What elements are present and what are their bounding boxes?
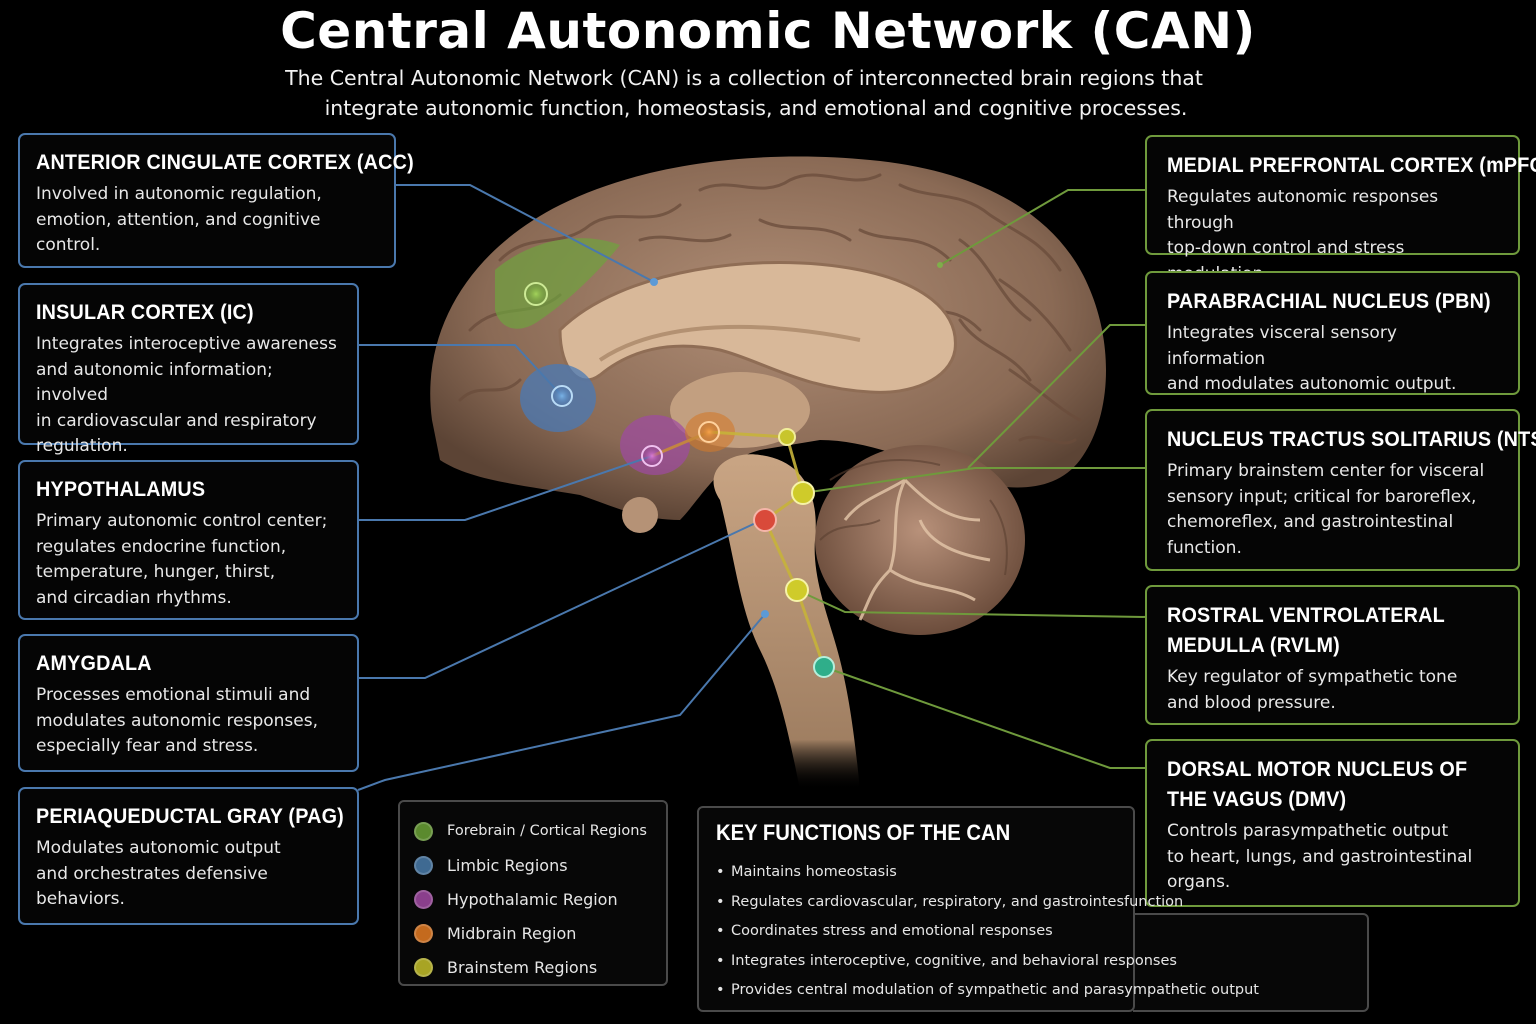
box-nts-text: Primary brainstem center for visceral se…: [1167, 461, 1485, 558]
box-dmv-text: Controls parasympathetic output to heart…: [1167, 821, 1473, 892]
box-acc: ANTERIOR CINGULATE CORTEX (ACC) Involved…: [18, 133, 414, 268]
list-item: • Regulates cardiovascular, respiratory, …: [716, 888, 1376, 918]
key-functions-list: • Maintains homeostasis • Regulates cardio…: [716, 858, 1376, 1006]
box-rvlm-text: Key regulator of sympathetic tone and bl…: [1167, 667, 1458, 713]
legend-label: Brainstem Regions: [447, 957, 598, 977]
legend-item-hypothalamic: Hypothalamic Region: [414, 882, 652, 916]
legend-dot-icon: [414, 957, 433, 977]
legend-dot-icon: [414, 923, 433, 943]
box-ic-text: Integrates interoceptive awareness and a…: [36, 334, 337, 456]
box-pbn-text: Integrates visceral sensory information …: [1167, 323, 1457, 394]
key-functions-box-extension: [1133, 913, 1369, 1012]
page-title: Central Autonomic Network (CAN): [280, 2, 1256, 60]
legend-dot-icon: [414, 821, 433, 841]
legend-item-brainstem: Brainstem Regions: [414, 950, 652, 984]
key-functions-box: [697, 806, 1135, 1012]
box-hypothalamus-text: Primary autonomic control center; regula…: [36, 511, 328, 608]
box-acc-text: Involved in autonomic regulation, emotio…: [36, 184, 322, 255]
box-amygdala: AMYGDALA Processes emotional stimuli and…: [18, 634, 359, 772]
bullet-icon: •: [716, 923, 725, 939]
legend-item-cortical: Forebrain / Cortical Regions: [414, 814, 652, 848]
bullet-icon: •: [716, 982, 725, 998]
legend-dot-icon: [414, 889, 433, 909]
box-mpfc-title: MEDIAL PREFRONTAL CORTEX (mPFC): [1167, 153, 1536, 177]
list-item: • Integrates interoceptive, cognitive, an…: [716, 947, 1376, 977]
key-functions-title: KEY FUNCTIONS OF THE CAN: [716, 820, 1011, 845]
box-acc-title: ANTERIOR CINGULATE CORTEX (ACC): [36, 150, 414, 174]
box-ic-title: INSULAR CORTEX (IC): [36, 300, 254, 324]
box-rvlm: ROSTRAL VENTROLATERAL MEDULLA (RVLM) Key…: [1145, 585, 1520, 725]
list-item: • Maintains homeostasis: [716, 858, 1376, 888]
box-nts-title: NUCLEUS TRACTUS SOLITARIUS (NTS): [1167, 427, 1536, 451]
connector-lines: [357, 184, 1148, 791]
box-pbn-title: PARABRACHIAL NUCLEUS (PBN): [1167, 289, 1491, 313]
box-hypothalamus-title: HYPOTHALAMUS: [36, 477, 206, 501]
key-function-text: Maintains homeostasis: [731, 864, 897, 880]
legend-label: Limbic Regions: [447, 855, 568, 875]
key-function-text: Provides central modulation of sympathet…: [731, 982, 1259, 998]
legend-item-midbrain: Midbrain Region: [414, 916, 652, 950]
box-amygdala-text: Processes emotional stimuli and modulate…: [36, 685, 318, 756]
box-dmv-title-2: THE VAGUS (DMV): [1167, 787, 1347, 811]
brainstem: [622, 454, 860, 790]
list-item: • Coordinates stress and emotional respon…: [716, 917, 1376, 947]
bullet-icon: •: [716, 952, 725, 969]
list-item: • Provides central modulation of sympathe…: [716, 976, 1376, 1006]
key-function-text: Regulates cardiovascular, respiratory, a…: [731, 893, 1184, 910]
legend: Forebrain / Cortical Regions Limbic Regi…: [398, 800, 668, 986]
legend-item-limbic: Limbic Regions: [414, 848, 652, 882]
subtitle-line-2: integrate autonomic function, homeostasi…: [324, 96, 1188, 120]
box-rvlm-title: ROSTRAL VENTROLATERAL: [1167, 603, 1445, 627]
box-ic: INSULAR CORTEX (IC) Integrates interocep…: [18, 283, 359, 456]
subtitle-line-1: The Central Autonomic Network (CAN) is a…: [285, 66, 1203, 90]
box-pag-title: PERIAQUEDUCTAL GRAY (PAG): [36, 804, 344, 828]
box-amygdala-title: AMYGDALA: [36, 651, 152, 675]
box-dmv-title: DORSAL MOTOR NUCLEUS OF: [1167, 757, 1468, 781]
legend-label: Forebrain / Cortical Regions: [447, 823, 647, 839]
box-mpfc: MEDIAL PREFRONTAL CORTEX (mPFC) Regulate…: [1145, 135, 1536, 284]
box-nts: NUCLEUS TRACTUS SOLITARIUS (NTS) Primary…: [1145, 409, 1536, 571]
box-dmv: DORSAL MOTOR NUCLEUS OF THE VAGUS (DMV) …: [1145, 739, 1520, 907]
legend-label: Midbrain Region: [447, 923, 577, 943]
box-pbn: PARABRACHIAL NUCLEUS (PBN) Integrates vi…: [1145, 271, 1520, 395]
box-hypothalamus: HYPOTHALAMUS Primary autonomic control c…: [18, 460, 359, 620]
key-function-text: Integrates interoceptive, cognitive, and…: [731, 952, 1177, 969]
box-rvlm-title-2: MEDULLA (RVLM): [1167, 633, 1340, 657]
legend-label: Hypothalamic Region: [447, 889, 618, 909]
bullet-icon: •: [716, 893, 725, 910]
legend-dot-icon: [414, 855, 433, 875]
region-markers: [524, 262, 943, 678]
cerebellum: [815, 445, 1025, 635]
box-pag-text: Modulates autonomic output and orchestra…: [36, 838, 281, 909]
box-pag: PERIAQUEDUCTAL GRAY (PAG) Modulates auto…: [18, 787, 359, 925]
bullet-icon: •: [716, 864, 725, 880]
key-function-text: Coordinates stress and emotional respons…: [731, 923, 1053, 939]
